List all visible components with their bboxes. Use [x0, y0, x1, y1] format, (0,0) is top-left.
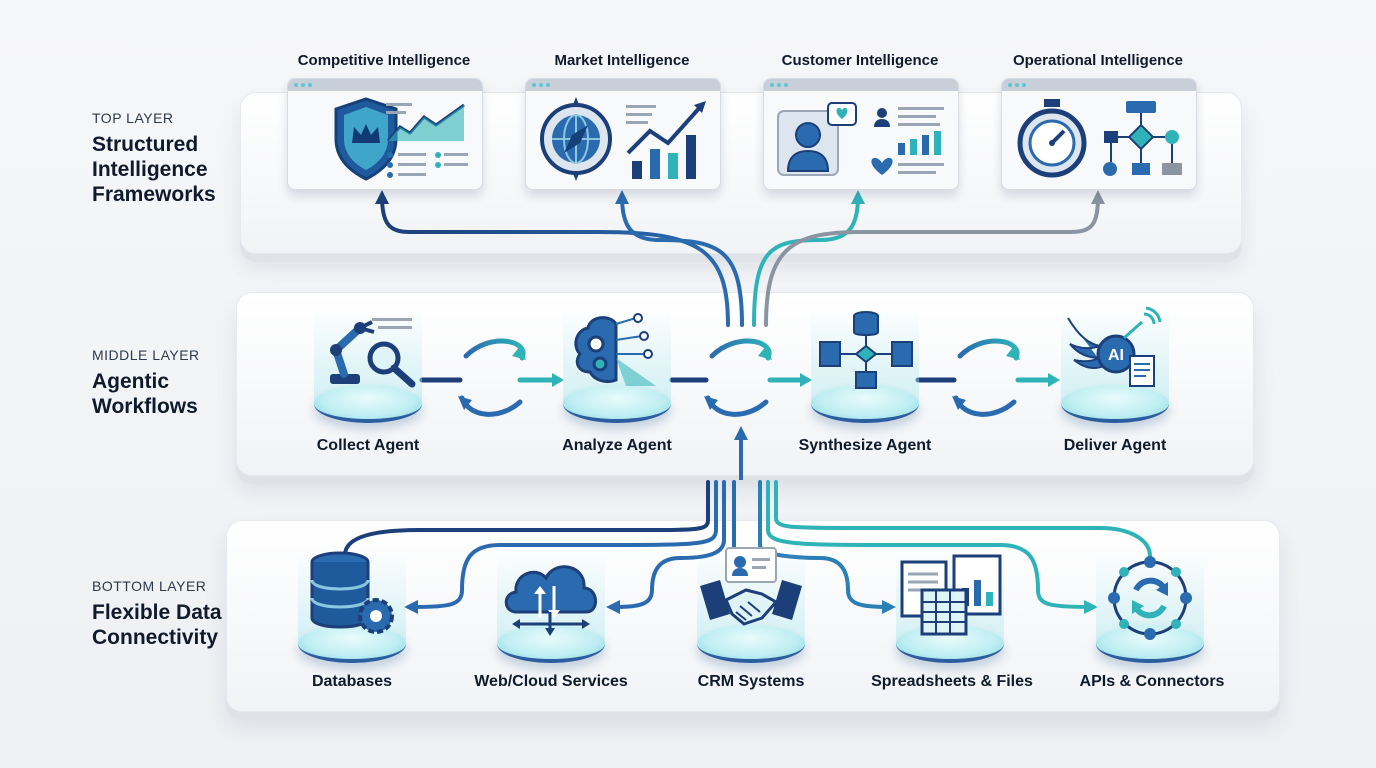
framework-label-operational: Operational Intelligence: [1012, 52, 1184, 69]
agent-label-collect: Collect Agent: [316, 437, 420, 454]
framework-card-customer[interactable]: [763, 78, 959, 190]
flow-to-market: [620, 194, 744, 327]
ai-badge-text: AI: [1108, 347, 1124, 364]
source-label-spreadsheets: Spreadsheets & Files: [871, 673, 1033, 690]
framework-card-market[interactable]: [525, 78, 721, 190]
middle-layer-title-line: Workflows: [92, 395, 198, 418]
agent-label-deliver: Deliver Agent: [1063, 437, 1167, 454]
top-layer-caption: TOP LAYER Structured Intelligence Framew…: [92, 110, 216, 207]
robot-arm-magnifier-icon: [330, 318, 416, 388]
framework-label-customer: Customer Intelligence: [781, 52, 939, 69]
framework-label-market: Market Intelligence: [554, 52, 690, 69]
brain-gears-icon: [574, 313, 656, 386]
middle-layer-caption: MIDDLE LAYER Agentic Workflows: [92, 347, 200, 419]
source-pedestal: [298, 625, 406, 663]
customer-profile-icon: [777, 102, 944, 176]
agent-pedestal: [811, 385, 919, 423]
winged-ai-document-icon: AI: [1067, 306, 1162, 387]
source-label-databases: Databases: [311, 673, 393, 690]
framework-card-operational[interactable]: [1001, 78, 1197, 190]
api-connector-icon: [1108, 556, 1192, 640]
bottom-layer-title-line: Flexible Data: [92, 601, 222, 624]
flow-to-operational: [764, 194, 1100, 327]
window-titlebar: [526, 79, 720, 91]
window-titlebar: [1002, 79, 1196, 91]
database-gear-icon: [310, 551, 394, 634]
middle-layer-title-line: Agentic: [92, 370, 170, 393]
flow-to-customer: [752, 194, 860, 327]
framework-card-competitive[interactable]: [287, 78, 483, 190]
database-synthesis-icon: [819, 311, 913, 389]
source-pedestal: [697, 625, 805, 663]
top-layer-title: Structured Intelligence Frameworks: [92, 132, 216, 207]
window-titlebar: [764, 79, 958, 91]
top-layer-tag: TOP LAYER: [92, 110, 174, 126]
stopwatch-flowchart-icon: [1017, 99, 1182, 178]
source-label-apis: APIs & Connectors: [1079, 673, 1225, 690]
framework-label-competitive: Competitive Intelligence: [297, 52, 471, 69]
shield-crown-icon: [334, 97, 468, 181]
bottom-layer-caption: BOTTOM LAYER Flexible Data Connectivity: [92, 578, 222, 650]
agent-pedestal: [314, 385, 422, 423]
agent-pedestal: [563, 385, 671, 423]
flow-to-competitive: [380, 194, 730, 327]
bottom-layer-title-line: Connectivity: [92, 626, 219, 649]
cloud-sync-icon: [504, 565, 597, 636]
bottom-layer-title: Flexible Data Connectivity: [92, 600, 222, 650]
handshake-contact-icon: [700, 547, 802, 626]
top-layer-title-line: Intelligence: [92, 158, 208, 181]
middle-layer-title: Agentic Workflows: [92, 369, 200, 419]
agent-label-synthesize: Synthesize Agent: [798, 437, 932, 454]
middle-layer-tag: MIDDLE LAYER: [92, 347, 200, 363]
agent-pedestal: [1061, 385, 1169, 423]
arrowheads-top: [375, 190, 1105, 204]
source-label-web-cloud: Web/Cloud Services: [474, 673, 628, 690]
top-layer-title-line: Structured: [92, 133, 199, 156]
source-label-crm: CRM Systems: [697, 673, 805, 690]
top-layer-title-line: Frameworks: [92, 183, 216, 206]
agent-label-analyze: Analyze Agent: [562, 437, 672, 454]
window-titlebar: [288, 79, 482, 91]
bottom-layer-tag: BOTTOM LAYER: [92, 578, 207, 594]
compass-growth-chart-icon: [540, 97, 706, 181]
spreadsheet-files-icon: [900, 554, 1002, 636]
